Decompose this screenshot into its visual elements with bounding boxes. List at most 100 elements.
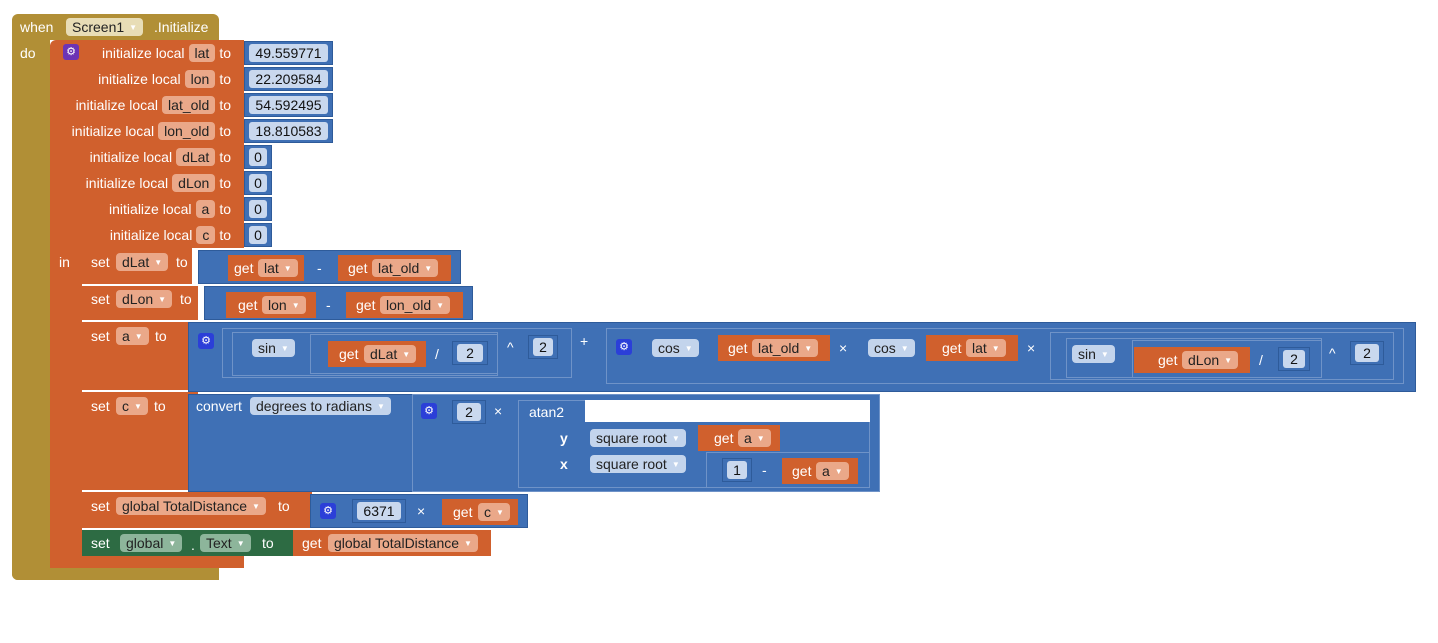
var-dropdown[interactable]: lat_old▼ <box>752 339 819 357</box>
chevron-down-icon: ▼ <box>158 295 167 304</box>
var-dropdown[interactable]: lat▼ <box>258 259 298 277</box>
number-block[interactable]: 0 <box>244 171 272 195</box>
sin-dropdown[interactable]: sin▼ <box>252 339 295 357</box>
number-field[interactable]: 54.592495 <box>249 96 328 114</box>
number-field[interactable]: 2 <box>1283 350 1305 368</box>
var-dropdown[interactable]: a▼ <box>116 327 149 345</box>
local-name-field[interactable]: lon_old <box>158 122 216 140</box>
to-label: to <box>262 535 274 551</box>
func-name: sin <box>258 340 276 356</box>
set-component-text-block[interactable] <box>82 530 294 556</box>
number-field[interactable]: 0 <box>249 148 267 166</box>
number-block[interactable]: 2 <box>1278 347 1310 371</box>
func-name: cos <box>874 340 896 356</box>
var-dropdown[interactable]: a▼ <box>816 462 849 480</box>
number-field[interactable]: 0 <box>249 200 267 218</box>
number-block[interactable]: 0 <box>244 223 272 247</box>
number-block[interactable]: 2 <box>528 335 558 359</box>
number-block[interactable]: 1 <box>722 458 752 482</box>
gear-icon[interactable]: ⚙ <box>63 44 79 60</box>
number-block[interactable]: 0 <box>244 197 272 221</box>
number-field[interactable]: 2 <box>457 344 483 362</box>
initialize-local-in-stripe <box>50 248 82 568</box>
component-dropdown[interactable]: global▼ <box>120 534 183 552</box>
cos-dropdown[interactable]: cos ▼ <box>868 339 915 357</box>
number-block[interactable]: 49.559771 <box>244 41 333 65</box>
number-field[interactable]: 2 <box>457 403 481 421</box>
number-field[interactable]: 0 <box>249 174 267 192</box>
var-dropdown[interactable]: global TotalDistance▼ <box>116 497 266 515</box>
multiply-block[interactable] <box>412 394 880 492</box>
chevron-down-icon: ▼ <box>900 344 909 353</box>
initialize-local-label: initialize local <box>71 123 155 139</box>
number-field[interactable]: 0 <box>249 226 267 244</box>
local-name-field[interactable]: lat <box>188 44 216 62</box>
power-block[interactable] <box>1050 332 1394 380</box>
var-dropdown[interactable]: c▼ <box>116 397 148 415</box>
sqrt-dropdown[interactable]: square root▼ <box>590 429 686 447</box>
var-dropdown[interactable]: global TotalDistance▼ <box>328 534 478 552</box>
var-dropdown[interactable]: dLon▼ <box>1182 351 1239 369</box>
var-name: lon_old <box>386 297 432 313</box>
var-dropdown[interactable]: dLat▼ <box>364 345 417 363</box>
local-name-field[interactable]: c <box>196 226 216 244</box>
var-dropdown[interactable]: lat▼ <box>966 339 1006 357</box>
local-name-field[interactable]: dLat <box>176 148 216 166</box>
number-field[interactable]: 6371 <box>357 502 401 520</box>
gear-icon[interactable]: ⚙ <box>421 403 437 419</box>
number-block[interactable]: 0 <box>244 145 272 169</box>
event-name: .Initialize <box>154 19 209 35</box>
local-name-field[interactable]: lon <box>184 70 216 88</box>
number-field[interactable]: 49.559771 <box>249 44 328 62</box>
divide-block[interactable] <box>1132 340 1322 378</box>
number-field[interactable]: 22.209584 <box>249 70 328 88</box>
number-block[interactable]: 6371 <box>352 499 406 523</box>
cos-dropdown[interactable]: cos▼ <box>652 339 699 357</box>
number-block[interactable]: 54.592495 <box>244 93 333 117</box>
chevron-down-icon: ▼ <box>168 539 177 548</box>
number-block[interactable]: 2 <box>452 400 486 424</box>
var-dropdown[interactable]: lat_old▼ <box>372 259 439 277</box>
var-dropdown[interactable]: a▼ <box>738 429 771 447</box>
power-block[interactable] <box>222 328 572 378</box>
number-field[interactable]: 2 <box>1355 344 1379 362</box>
var-name: a <box>822 463 830 479</box>
number-block[interactable]: 2 <box>1350 341 1384 365</box>
number-block[interactable]: 22.209584 <box>244 67 333 91</box>
var-dropdown[interactable]: lon_old▼ <box>380 296 451 314</box>
local-name-field[interactable]: lat_old <box>162 96 216 114</box>
var-dropdown[interactable]: dLon▼ <box>116 290 173 308</box>
number-field[interactable]: 2 <box>533 338 553 356</box>
number-block[interactable]: 2 <box>452 341 488 365</box>
var-dropdown[interactable]: c▼ <box>478 503 510 521</box>
var-name: lat <box>972 340 987 356</box>
chevron-down-icon: ▼ <box>376 402 385 411</box>
chevron-down-icon: ▼ <box>804 344 813 353</box>
divide-operator: / <box>435 346 439 362</box>
number-field[interactable]: 18.810583 <box>249 122 328 140</box>
sin-dropdown[interactable]: sin▼ <box>1072 345 1115 363</box>
sqrt-dropdown[interactable]: square root▼ <box>590 455 686 473</box>
number-field[interactable]: 1 <box>727 461 747 479</box>
minus-operator: - <box>317 260 322 276</box>
var-dropdown[interactable]: lon▼ <box>262 296 306 314</box>
multiply-block[interactable] <box>606 328 1404 384</box>
divide-block[interactable] <box>310 334 498 374</box>
local-name-field[interactable]: a <box>195 200 216 218</box>
gear-icon[interactable]: ⚙ <box>616 339 632 355</box>
local-name-field[interactable]: dLon <box>172 174 216 192</box>
component-dropdown[interactable]: Screen1▼ <box>66 18 144 36</box>
gear-icon[interactable]: ⚙ <box>320 503 336 519</box>
gear-icon[interactable]: ⚙ <box>198 333 214 349</box>
property-dropdown[interactable]: Text▼ <box>200 534 251 552</box>
var-name: dLat <box>370 346 398 362</box>
to-label: to <box>219 227 231 243</box>
number-block[interactable]: 18.810583 <box>244 119 333 143</box>
var-dropdown[interactable]: dLat▼ <box>116 253 169 271</box>
chevron-down-icon: ▼ <box>496 508 504 517</box>
to-label: to <box>176 254 188 270</box>
subtract-block[interactable] <box>706 452 870 488</box>
convert-mode-dropdown[interactable]: degrees to radians▼ <box>250 397 391 415</box>
